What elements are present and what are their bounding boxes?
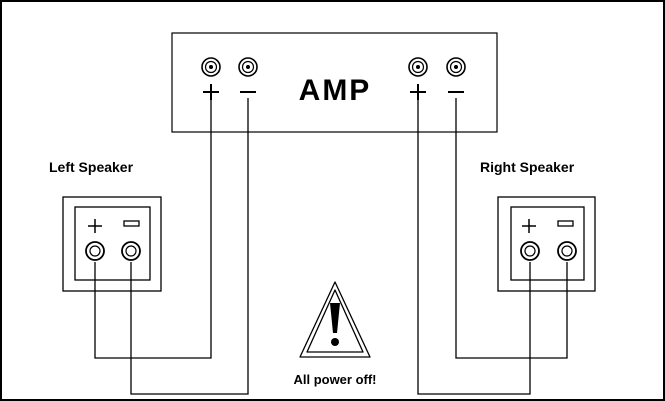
minus-icon	[123, 220, 140, 227]
wires	[94, 98, 568, 395]
amplifier: AMP	[171, 32, 498, 133]
right-speaker-negative-terminal	[557, 241, 577, 261]
left-speaker-terminal-plate	[74, 206, 151, 281]
left-speaker: Left Speaker	[49, 159, 162, 292]
wire-right-positive	[417, 100, 531, 395]
amp-box	[171, 32, 498, 133]
amp-right-negative-terminal	[446, 57, 466, 93]
amp-label: AMP	[299, 74, 372, 107]
amp-left-positive-terminal	[201, 57, 221, 100]
left-speaker-negative-terminal	[121, 241, 141, 261]
minus-icon	[557, 220, 574, 227]
right-speaker: Right Speaker	[480, 159, 596, 292]
plus-icon	[203, 84, 219, 100]
wire-left-positive	[94, 100, 212, 359]
plus-icon	[410, 84, 426, 100]
left-speaker-label: Left Speaker	[49, 159, 134, 175]
right-speaker-outer-box	[497, 196, 596, 292]
right-speaker-terminal-plate	[510, 206, 585, 281]
plus-icon	[88, 219, 102, 233]
wire-left-negative	[130, 98, 249, 395]
left-speaker-positive-terminal	[85, 241, 105, 261]
plus-icon	[522, 219, 536, 233]
warning: All power off!	[293, 281, 377, 387]
warning-triangle-icon	[299, 281, 371, 358]
right-speaker-label: Right Speaker	[480, 159, 575, 175]
warning-text: All power off!	[293, 372, 376, 387]
left-speaker-outer-box	[62, 196, 162, 292]
amp-right-positive-terminal	[408, 57, 428, 100]
amp-left-negative-terminal	[238, 57, 258, 93]
wire-right-negative	[455, 98, 568, 359]
right-speaker-positive-terminal	[520, 241, 540, 261]
